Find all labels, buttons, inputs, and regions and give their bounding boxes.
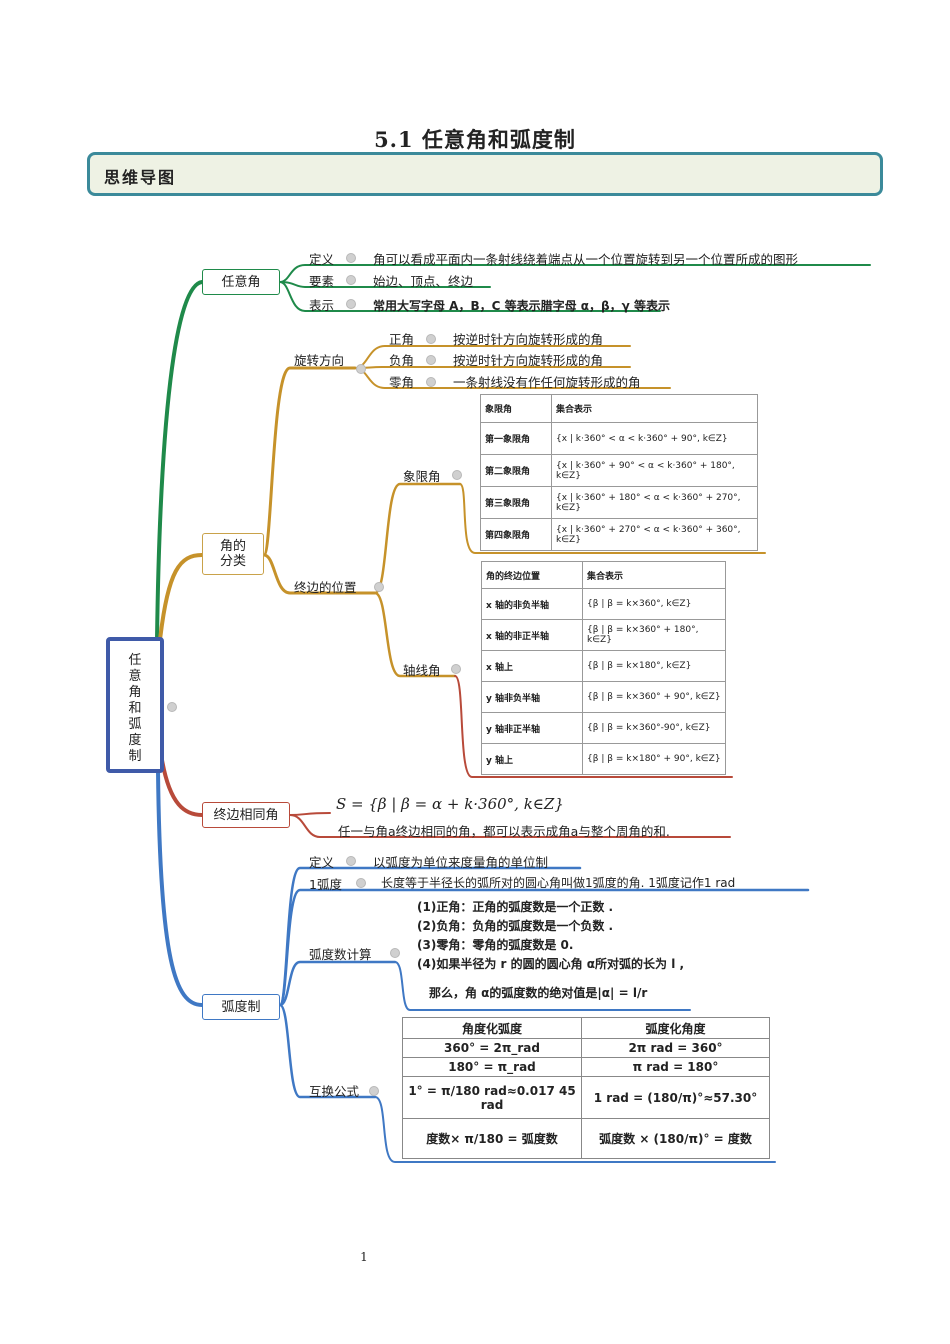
tongzhong-desc: 任一与角a终边相同的角，都可以表示成角a与整个周角的和. <box>338 824 670 839</box>
hudu-calc-dot[interactable] <box>390 948 400 958</box>
node-fenlei-label: 角的分类 <box>219 539 246 569</box>
lingjiao-value: 一条射线没有作任何旋转形成的角 <box>453 375 641 390</box>
conv-header-0: 角度化弧度 <box>402 1017 582 1039</box>
tongzhong-formula: S = {β | β = α + k·360°, k∈Z} <box>336 795 564 813</box>
renyi-elem-dot[interactable] <box>346 275 356 285</box>
root-collapse-dot[interactable] <box>167 702 177 712</box>
zhongbian-dot[interactable] <box>374 582 384 592</box>
table-row-cell: 1° = π/180 rad≈0.017 45 rad <box>402 1076 582 1119</box>
renyi-def-value: 角可以看成平面内一条射线绕着端点从一个位置旋转到另一个位置所成的图形 <box>373 252 799 267</box>
xuanzhuan-dot[interactable] <box>356 364 366 374</box>
node-hudu-label: 弧度制 <box>221 1000 261 1015</box>
lingjiao-key: 零角 <box>389 375 415 390</box>
table-row-label: 第一象限角 <box>480 422 552 455</box>
calc-line-3: (3)零角：零角的弧度数是 0. <box>417 938 574 952</box>
renyi-def-dot[interactable] <box>346 253 356 263</box>
renyi-def-key: 定义 <box>309 252 335 267</box>
table-row-cell: 2π rad = 360° <box>581 1038 770 1058</box>
table-row-value: {β | β = k×360° + 90°, k∈Z} <box>582 681 726 713</box>
calc-line-1: (1)正角：正角的弧度数是一个正数 . <box>417 900 614 914</box>
node-renyi[interactable]: 任意角 <box>202 269 280 295</box>
hudu-one-key: 1弧度 <box>309 877 342 892</box>
table-row-value: {β | β = k×180° + 90°, k∈Z} <box>582 743 726 775</box>
xiangxian-label: 象限角 <box>403 469 441 484</box>
table-row-cell: 180° = π_rad <box>402 1057 582 1077</box>
table-row-value: {x | k·360° + 180° < α < k·360° + 270°, … <box>551 486 758 519</box>
node-fenlei[interactable]: 角的分类 <box>202 533 264 575</box>
node-tongzhong-label: 终边相同角 <box>213 808 279 823</box>
zhouxian-header-1: 集合表示 <box>582 561 726 589</box>
section-label: 思维导图 <box>104 168 177 187</box>
table-row-label: y 轴上 <box>481 743 583 775</box>
zhengjiao-dot[interactable] <box>426 334 436 344</box>
fujiao-key: 负角 <box>389 353 415 368</box>
table-row-cell: π rad = 180° <box>581 1057 770 1077</box>
xuanzhuan-label: 旋转方向 <box>294 353 345 368</box>
table-row-cell: 弧度数 × (180/π)° = 度数 <box>581 1118 770 1159</box>
node-hudu[interactable]: 弧度制 <box>202 994 280 1020</box>
renyi-elem-key: 要素 <box>309 274 335 289</box>
xiangxian-header-1: 集合表示 <box>551 394 758 423</box>
table-row-label: x 轴上 <box>481 650 583 682</box>
table-row-value: {β | β = k×360°-90°, k∈Z} <box>582 712 726 744</box>
table-row-label: 第四象限角 <box>480 518 552 551</box>
fujiao-dot[interactable] <box>426 355 436 365</box>
table-row-label: y 轴非正半轴 <box>481 712 583 744</box>
table-row-cell: 360° = 2π_rad <box>402 1038 582 1058</box>
section-header-box <box>87 152 883 196</box>
lingjiao-dot[interactable] <box>426 377 436 387</box>
table-row-label: x 轴的非负半轴 <box>481 588 583 620</box>
node-tongzhong[interactable]: 终边相同角 <box>202 802 290 828</box>
renyi-repr-value: 常用大写字母 A，B，C 等表示腊字母 α，β，γ 等表示 <box>373 299 670 313</box>
zhongbian-label: 终边的位置 <box>294 580 357 595</box>
xiangxian-dot[interactable] <box>452 470 462 480</box>
node-renyi-label: 任意角 <box>221 275 261 290</box>
renyi-elem-value: 始边、顶点、终边 <box>373 274 474 289</box>
table-row-value: {x | k·360° + 270° < α < k·360° + 360°, … <box>551 518 758 551</box>
hudu-conv-dot[interactable] <box>369 1086 379 1096</box>
zhouxian-label: 轴线角 <box>403 663 441 678</box>
xiangxian-header-0: 象限角 <box>480 394 552 423</box>
calc-line-2: (2)负角：负角的弧度数是一个负数 . <box>417 919 614 933</box>
hudu-def-dot[interactable] <box>346 856 356 866</box>
renyi-repr-key: 表示 <box>309 298 335 313</box>
xiangxian-table: 象限角 集合表示 第一象限角{x | k·360° < α < k·360° +… <box>480 394 758 551</box>
table-row-label: 第三象限角 <box>480 486 552 519</box>
zhouxian-dot[interactable] <box>451 664 461 674</box>
renyi-repr-dot[interactable] <box>346 299 356 309</box>
table-row-cell: 度数× π/180 = 弧度数 <box>402 1118 582 1159</box>
conv-header-1: 弧度化角度 <box>581 1017 770 1039</box>
hudu-calc-key: 弧度数计算 <box>309 947 372 962</box>
zhengjiao-value: 按逆时针方向旋转形成的角 <box>453 332 604 347</box>
page-title: 5.1 任意角和弧度制 <box>374 127 576 152</box>
root-node[interactable]: 任意角和弧度制 <box>106 637 164 773</box>
table-row-label: y 轴非负半轴 <box>481 681 583 713</box>
root-label: 任意角和弧度制 <box>128 653 142 764</box>
table-row-value: {β | β = k×180°, k∈Z} <box>582 650 726 682</box>
hudu-one-value: 长度等于半径长的弧所对的圆心角叫做1弧度的角. 1弧度记作1 rad <box>381 876 736 890</box>
zhouxian-table: 角的终边位置 集合表示 x 轴的非负半轴{β | β = k×360°, k∈Z… <box>481 561 726 775</box>
table-row-cell: 1 rad = (180/π)°≈57.30° <box>581 1076 770 1119</box>
table-row-value: {x | k·360° < α < k·360° + 90°, k∈Z} <box>551 422 758 455</box>
zhengjiao-key: 正角 <box>389 332 415 347</box>
calc-line-5: 那么，角 α的弧度数的绝对值是|α| = l/r <box>429 986 648 1000</box>
hudu-def-key: 定义 <box>309 855 335 870</box>
table-row-value: {β | β = k×360°, k∈Z} <box>582 588 726 620</box>
table-row-label: 第二象限角 <box>480 454 552 487</box>
page-number: 1 <box>360 1250 368 1264</box>
calc-line-4: (4)如果半径为 r 的圆的圆心角 α所对弧的长为 l , <box>417 957 685 971</box>
hudu-conv-key: 互换公式 <box>309 1084 360 1099</box>
zhouxian-header-0: 角的终边位置 <box>481 561 583 589</box>
fujiao-value: 按逆时针方向旋转形成的角 <box>453 353 604 368</box>
hudu-one-dot[interactable] <box>356 878 366 888</box>
table-row-label: x 轴的非正半轴 <box>481 619 583 651</box>
hudu-def-value: 以弧度为单位来度量角的单位制 <box>373 855 549 870</box>
table-row-value: {x | k·360° + 90° < α < k·360° + 180°, k… <box>551 454 758 487</box>
table-row-value: {β | β = k×360° + 180°, k∈Z} <box>582 619 726 651</box>
